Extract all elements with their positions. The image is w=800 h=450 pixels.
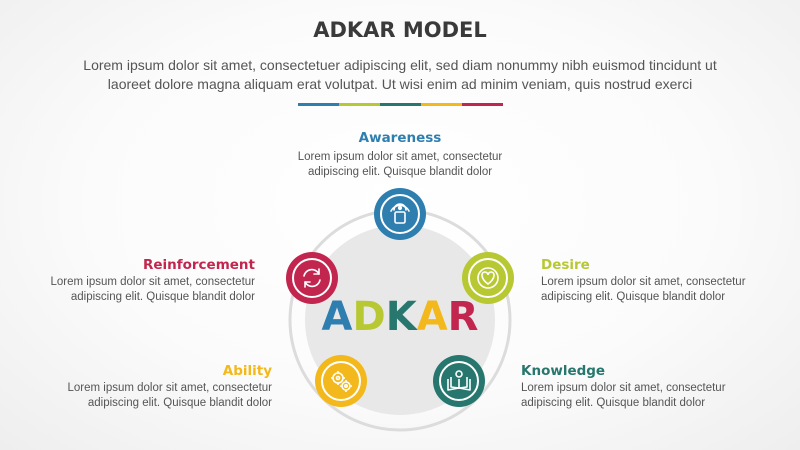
stage-text-line: Lorem ipsum dolor sit amet, consectetur — [67, 382, 272, 394]
page-description: Lorem ipsum dolor sit amet, consectetuer… — [40, 56, 760, 94]
stage-node-ability — [315, 355, 367, 407]
stage-text-line: Lorem ipsum dolor sit amet, consectetur — [541, 276, 746, 288]
stage-text-awareness: Lorem ipsum dolor sit amet, consectetur … — [278, 150, 522, 179]
divider-segment — [421, 103, 462, 106]
stage-title-ability: Ability — [222, 363, 272, 379]
description-line-2: laoreet dolore magna aliquam erat volutp… — [107, 76, 693, 92]
stage-text-desire: Lorem ipsum dolor sit amet, consectetur … — [541, 275, 781, 304]
stage-title-awareness: Awareness — [358, 130, 442, 146]
beacon-icon — [390, 203, 410, 224]
heart-icon — [477, 267, 499, 289]
stage-text-line: Lorem ipsum dolor sit amet, consectetur — [297, 151, 503, 163]
stage-title-desire: Desire — [541, 257, 590, 273]
center-letter-a-2: A — [417, 294, 448, 340]
stage-text-line: Lorem ipsum dolor sit amet, consectetur — [521, 382, 726, 394]
node-inner-ring — [380, 194, 420, 234]
stage-node-awareness — [374, 188, 426, 240]
stage-text-reinforcement: Lorem ipsum dolor sit amet, consectetur … — [15, 275, 255, 304]
stage-node-desire — [462, 252, 514, 304]
page-title: ADKAR MODEL — [313, 18, 487, 42]
node-inner-ring — [321, 361, 361, 401]
stage-text-line: adipiscing elit. Quisque blandit dolor — [521, 396, 706, 409]
stage-text-knowledge: Lorem ipsum dolor sit amet, consectetur … — [521, 381, 761, 410]
divider-segment — [298, 103, 339, 106]
stage-text-line: Lorem ipsum dolor sit amet, consectetur — [50, 276, 255, 288]
center-letter-a: A — [322, 294, 353, 340]
stage-text-line: adipiscing elit. Quisque blandit dolor — [70, 290, 255, 303]
stage-node-knowledge — [433, 355, 485, 407]
stage-text-ability: Lorem ipsum dolor sit amet, consectetur … — [32, 381, 272, 410]
gears-icon — [331, 371, 352, 392]
stage-title-reinforcement: Reinforcement — [142, 257, 255, 273]
stage-text-line: adipiscing elit. Quisque blandit dolor — [87, 396, 272, 409]
refresh-icon — [303, 268, 321, 288]
divider-segment — [339, 103, 380, 106]
color-divider — [298, 103, 503, 106]
center-letter-r: R — [448, 294, 479, 340]
center-letter-d: D — [352, 294, 385, 340]
node-inner-ring — [292, 258, 332, 298]
center-word: ADKAR — [322, 294, 479, 340]
book-icon — [447, 370, 471, 391]
description-line-1: Lorem ipsum dolor sit amet, consectetuer… — [83, 57, 717, 73]
node-inner-ring — [468, 258, 508, 298]
stage-title-knowledge: Knowledge — [521, 363, 606, 379]
stage-node-reinforcement — [286, 252, 338, 304]
divider-segment — [380, 103, 421, 106]
node-inner-ring — [439, 361, 479, 401]
divider-segment — [462, 103, 503, 106]
center-letter-k: K — [386, 294, 419, 340]
stage-text-line: adipiscing elit. Quisque blandit dolor — [541, 290, 726, 303]
stage-text-line: adipiscing elit. Quisque blandit dolor — [307, 165, 493, 178]
